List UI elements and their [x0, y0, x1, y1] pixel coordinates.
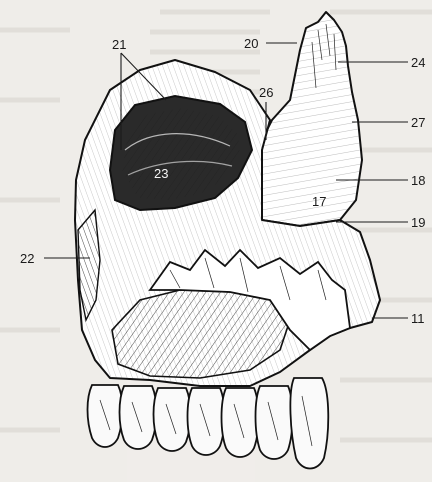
label-20: 20	[244, 36, 258, 51]
label-11: 11	[411, 311, 425, 326]
label-24: 24	[411, 55, 425, 70]
label-26: 26	[259, 85, 273, 100]
tooth	[120, 386, 157, 449]
tooth	[256, 386, 293, 459]
label-27: 27	[411, 115, 425, 130]
label-21: 21	[112, 37, 126, 52]
tooth	[188, 388, 225, 455]
tooth	[222, 388, 259, 457]
tooth	[290, 378, 328, 469]
label-19: 19	[411, 215, 425, 230]
label-23: 23	[154, 166, 168, 181]
tooth	[154, 388, 191, 451]
label-18: 18	[411, 173, 425, 188]
label-17: 17	[312, 194, 326, 209]
label-22: 22	[20, 251, 34, 266]
